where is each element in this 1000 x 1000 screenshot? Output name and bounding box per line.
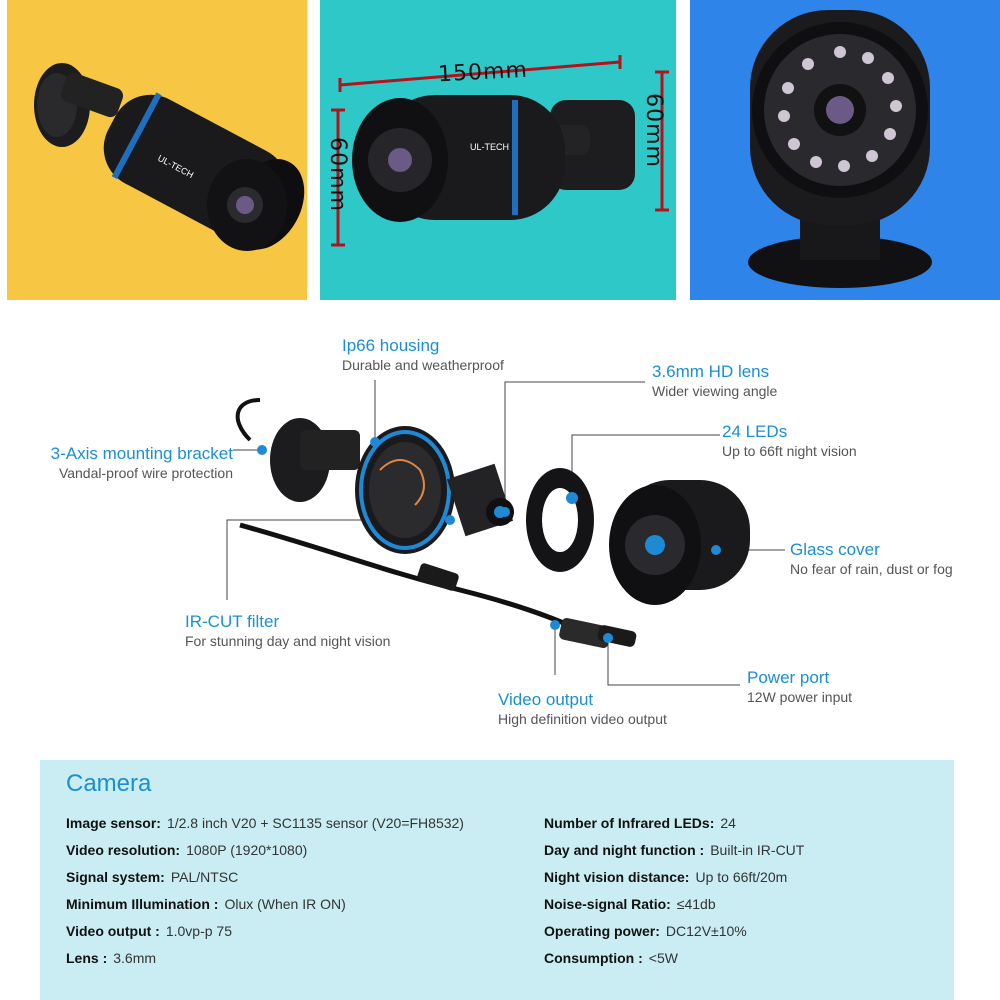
spec-row: Noise-signal Ratio: ≤41db — [544, 891, 804, 918]
callout-bracket: 3-Axis mounting bracket Vandal-proof wir… — [28, 444, 233, 482]
callout-leds-subtitle: Up to 66ft night vision — [722, 443, 857, 459]
width-dimension-label: 150mm — [437, 57, 529, 88]
spec-value: 3.6mm — [113, 950, 157, 966]
spec-label: Day and night function : — [544, 842, 705, 858]
spec-value: 24 — [720, 815, 736, 831]
callout-housing-title: Ip66 housing — [342, 336, 440, 355]
spec-value: 1/2.8 inch V20 + SC1135 sensor (V20=FH85… — [166, 815, 464, 831]
callout-lens-subtitle: Wider viewing angle — [652, 383, 778, 399]
callout-leds-title: 24 LEDs — [722, 422, 788, 441]
callout-leds: 24 LEDs Up to 66ft night vision — [722, 422, 857, 460]
spec-label: Number of Infrared LEDs: — [544, 815, 715, 831]
spec-label: Consumption : — [544, 950, 643, 966]
spec-label: Minimum Illumination : — [66, 896, 219, 912]
spec-value: Olux (When IR ON) — [224, 896, 346, 912]
product-photo-angled: UL-TECH — [7, 0, 307, 300]
callout-power-subtitle: 12W power input — [747, 689, 853, 705]
camera-front-illustration — [748, 10, 932, 288]
spec-label: Lens : — [66, 950, 108, 966]
spec-label: Noise-signal Ratio: — [544, 896, 671, 912]
callout-video-title: Video output — [498, 690, 594, 709]
callout-power: Power port 12W power input — [747, 668, 852, 706]
exploded-camera-illustration — [226, 380, 785, 686]
spec-row: Operating power: DC12V±10% — [544, 918, 804, 945]
spec-row: Video resolution: 1080P (1920*1080) — [66, 837, 464, 864]
callout-glass-subtitle: No fear of rain, dust or fog — [790, 561, 953, 577]
specs-left-column: Image sensor: 1/2.8 inch V20 + SC1135 sen… — [66, 810, 464, 972]
right-height-dimension-label: 60mm — [640, 93, 666, 168]
spec-row: Night vision distance: Up to 66ft/20m — [544, 864, 804, 891]
specs-title: Camera — [66, 770, 152, 797]
spec-value: Up to 66ft/20m — [695, 869, 788, 885]
spec-value: <5W — [648, 950, 678, 966]
callout-glass: Glass cover No fear of rain, dust or fog — [790, 540, 953, 578]
spec-row: Video output : 1.0vp-p 75 — [66, 918, 464, 945]
spec-row: Number of Infrared LEDs: 24 — [544, 810, 804, 837]
spec-row: Image sensor: 1/2.8 inch V20 + SC1135 sen… — [66, 810, 464, 837]
callout-ircut: IR-CUT filter For stunning day and night… — [185, 612, 390, 650]
spec-value: Built-in IR-CUT — [710, 842, 805, 858]
spec-label: Video output : — [66, 923, 160, 939]
spec-row: Lens : 3.6mm — [66, 945, 464, 972]
spec-label: Video resolution: — [66, 842, 181, 858]
spec-label: Signal system: — [66, 869, 165, 885]
camera-angled-illustration: UL-TECH — [34, 63, 305, 251]
spec-row: Minimum Illumination : Olux (When IR ON) — [66, 891, 464, 918]
callout-video: Video output High definition video outpu… — [498, 690, 667, 728]
spec-value: PAL/NTSC — [170, 869, 239, 885]
callout-ircut-subtitle: For stunning day and night vision — [185, 633, 391, 649]
exploded-diagram: Ip66 housing Durable and weatherproof 3.… — [0, 320, 1000, 740]
left-height-dimension-label: 60mm — [324, 137, 350, 212]
spec-value: DC12V±10% — [665, 923, 747, 939]
svg-text:UL-TECH: UL-TECH — [470, 142, 509, 152]
callout-housing-subtitle: Durable and weatherproof — [342, 357, 504, 373]
callout-lens-title: 3.6mm HD lens — [652, 362, 770, 381]
callout-lens: 3.6mm HD lens Wider viewing angle — [652, 362, 777, 400]
product-photo-front — [690, 0, 1000, 300]
callout-glass-title: Glass cover — [790, 540, 880, 559]
spec-label: Operating power: — [544, 923, 660, 939]
spec-row: Consumption : <5W — [544, 945, 804, 972]
callout-bracket-subtitle: Vandal-proof wire protection — [58, 465, 233, 481]
spec-row: Signal system: PAL/NTSC — [66, 864, 464, 891]
callout-video-subtitle: High definition video output — [498, 711, 667, 727]
callout-bracket-title: 3-Axis mounting bracket — [50, 444, 233, 463]
specs-right-column: Number of Infrared LEDs: 24 Day and night… — [544, 810, 804, 972]
specs-panel: Camera Image sensor: 1/2.8 inch V20 + SC1… — [40, 760, 954, 1000]
product-photo-dimensions: UL-TECH 150mm 60mm 60mm — [320, 0, 676, 300]
camera-side-illustration: UL-TECH — [331, 55, 669, 247]
callout-power-title: Power port — [747, 668, 830, 687]
spec-value: 1.0vp-p 75 — [165, 923, 233, 939]
spec-row: Day and night function : Built-in IR-CUT — [544, 837, 804, 864]
spec-value: 1080P (1920*1080) — [186, 842, 308, 858]
callout-ircut-title: IR-CUT filter — [185, 612, 280, 631]
spec-label: Image sensor: — [66, 815, 161, 831]
callout-housing: Ip66 housing Durable and weatherproof — [342, 336, 504, 374]
width-dimension-line — [339, 60, 621, 87]
spec-label: Night vision distance: — [544, 869, 690, 885]
spec-value: ≤41db — [676, 896, 716, 912]
